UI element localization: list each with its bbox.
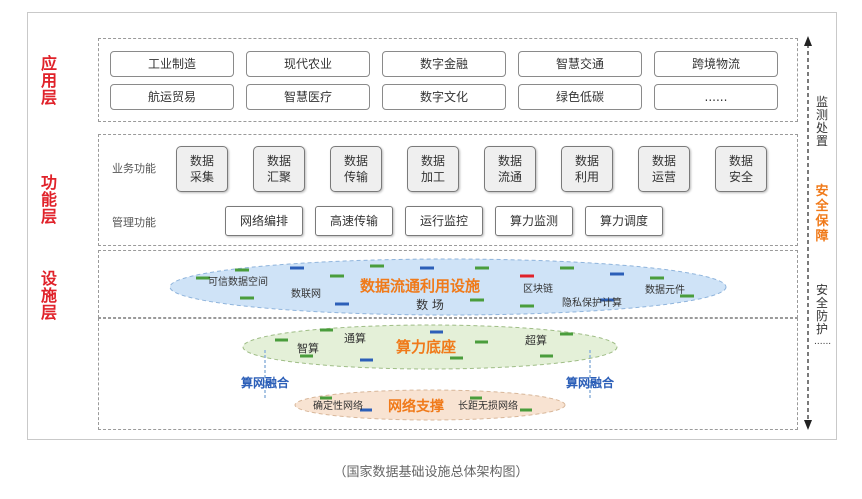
- arrow-up-icon: [804, 36, 812, 46]
- app-item: 跨境物流: [654, 51, 778, 77]
- security-label: 安全保障: [815, 184, 829, 244]
- management-function-label: 管理功能: [112, 216, 156, 229]
- data-field-label: 区块链: [523, 282, 553, 295]
- monitor-label: 监测处置: [815, 95, 828, 148]
- management-item: 网络编排: [225, 206, 303, 236]
- app-item: 航运贸易: [110, 84, 234, 110]
- business-item: 数据流通: [484, 146, 536, 192]
- network-label: 确定性网络: [313, 399, 363, 412]
- app-item: 数字金融: [382, 51, 506, 77]
- figure-caption: （国家数据基础设施总体架构图）: [333, 465, 529, 480]
- app-item: 智慧医疗: [246, 84, 370, 110]
- data-field-label: 数据元件: [645, 283, 685, 296]
- management-item: 算力监测: [495, 206, 573, 236]
- business-item: 数据汇聚: [253, 146, 305, 192]
- function-section: [98, 134, 798, 246]
- network-title: 网络支撑: [388, 398, 444, 415]
- compute-label: 智算: [297, 341, 319, 355]
- layer-label-application: 应用层: [40, 54, 57, 107]
- arrow-down-icon: [804, 420, 812, 430]
- management-item: 算力调度: [585, 206, 663, 236]
- app-item: 绿色低碳: [518, 84, 642, 110]
- data-field-title: 数据流通利用设施: [360, 277, 480, 295]
- network-label: 长距无损网络: [458, 399, 518, 412]
- application-section: [98, 38, 798, 122]
- fusion-label-right: 算网融合: [566, 375, 615, 390]
- network-ellipse-decor: [320, 396, 532, 412]
- more-label: ......: [814, 337, 832, 347]
- app-item: 数字文化: [382, 84, 506, 110]
- management-item: 运行监控: [405, 206, 483, 236]
- business-item: 数据采集: [176, 146, 228, 192]
- business-function-label: 业务功能: [112, 162, 156, 175]
- business-item: 数据加工: [407, 146, 459, 192]
- data-field-subtitle: 数 场: [416, 297, 444, 312]
- app-item: 工业制造: [110, 51, 234, 77]
- app-item: 现代农业: [246, 51, 370, 77]
- layer-label-facility: 设施层: [40, 269, 57, 322]
- data-ellipse-decor: [196, 264, 694, 308]
- app-item: 智慧交通: [518, 51, 642, 77]
- data-field-label: 数联网: [291, 287, 321, 300]
- fusion-label-left: 算网融合: [241, 375, 290, 390]
- data-field-label: 可信数据空间: [208, 275, 268, 288]
- app-item: ......: [654, 84, 778, 110]
- layer-label-function: 功能层: [40, 173, 57, 226]
- compute-label: 超算: [525, 333, 547, 347]
- compute-ellipse: [242, 324, 618, 370]
- defense-label: 安全防护: [815, 283, 828, 336]
- business-item: 数据传输: [330, 146, 382, 192]
- data-field-label: 隐私保护计算: [562, 296, 622, 309]
- management-item: 高速传输: [315, 206, 393, 236]
- compute-label: 通算: [344, 331, 366, 345]
- business-item: 数据安全: [715, 146, 767, 192]
- business-item: 数据运营: [638, 146, 690, 192]
- compute-title: 算力底座: [396, 338, 456, 356]
- data-facility-section: [98, 250, 798, 318]
- network-ellipse: [294, 389, 566, 421]
- data-field-ellipse: [169, 258, 727, 316]
- compute-ellipse-decor: [275, 328, 573, 362]
- compute-network-section: [98, 318, 798, 430]
- business-item: 数据利用: [561, 146, 613, 192]
